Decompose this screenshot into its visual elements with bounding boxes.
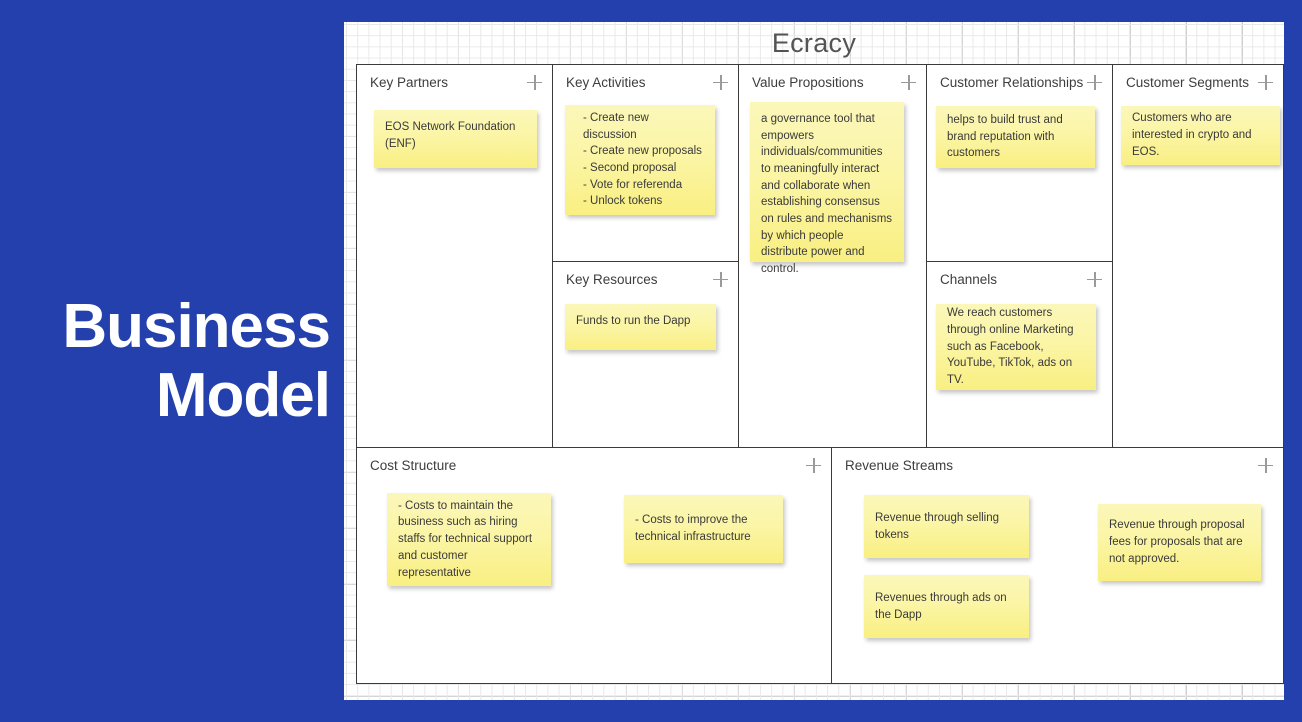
section-channels[interactable]: Channels We reach customers through onli…	[927, 262, 1113, 448]
plus-icon[interactable]	[527, 74, 542, 90]
section-body-cost-structure: - Costs to maintain the business such as…	[357, 482, 831, 683]
section-header-customer-relationships: Customer Relationships	[927, 65, 1112, 99]
section-body-key-activities: - Create new discussion - Create new pro…	[553, 99, 738, 261]
plus-icon[interactable]	[1258, 74, 1273, 90]
section-key-activities[interactable]: Key Activities - Create new discussion -…	[553, 65, 739, 262]
sticky-note[interactable]: Revenue through proposal fees for propos…	[1098, 504, 1261, 581]
section-header-key-partners: Key Partners	[357, 65, 552, 99]
whiteboard: Ecracy Key Partners EOS Network Foundati…	[344, 22, 1284, 700]
plus-icon[interactable]	[806, 457, 821, 473]
sticky-note[interactable]: EOS Network Foundation (ENF)	[374, 110, 537, 168]
sticky-note[interactable]: Revenues through ads on the Dapp	[864, 575, 1029, 638]
board-title: Ecracy	[771, 28, 857, 58]
plus-icon[interactable]	[713, 271, 728, 287]
plus-icon[interactable]	[1087, 271, 1102, 287]
section-header-key-activities: Key Activities	[553, 65, 738, 99]
sticky-note[interactable]: Customers who are interested in crypto a…	[1121, 106, 1280, 165]
section-body-revenue-streams: Revenue through selling tokens Revenues …	[832, 482, 1283, 683]
section-header-value-propositions: Value Propositions	[739, 65, 926, 99]
section-body-key-partners: EOS Network Foundation (ENF)	[357, 99, 552, 447]
sticky-note[interactable]: a governance tool that empowers individu…	[750, 102, 904, 275]
plus-icon[interactable]	[901, 74, 916, 90]
slide-title-line-1: Business	[62, 291, 331, 361]
plus-icon[interactable]	[1258, 457, 1273, 473]
sticky-note[interactable]: - Costs to improve the technical infrast…	[624, 495, 783, 563]
sticky-note[interactable]: Funds to run the Dapp	[565, 304, 716, 350]
section-customer-segments[interactable]: Customer Segments Customers who are inte…	[1113, 65, 1283, 448]
section-title-key-activities: Key Activities	[566, 74, 646, 90]
section-title-channels: Channels	[940, 271, 998, 287]
section-value-propositions[interactable]: Value Propositions a governance tool tha…	[739, 65, 927, 448]
section-title-key-partners: Key Partners	[370, 74, 449, 90]
section-revenue-streams[interactable]: Revenue Streams Revenue through selling …	[832, 448, 1283, 683]
section-header-channels: Channels	[927, 262, 1112, 296]
section-title-customer-relationships: Customer Relationships	[940, 74, 1084, 90]
section-title-revenue-streams: Revenue Streams	[845, 457, 954, 473]
plus-icon[interactable]	[1087, 74, 1102, 90]
section-customer-relationships[interactable]: Customer Relationships helps to build tr…	[927, 65, 1113, 262]
section-header-cost-structure: Cost Structure	[357, 448, 831, 482]
sticky-note[interactable]: - Costs to maintain the business such as…	[387, 493, 551, 586]
section-key-partners[interactable]: Key Partners EOS Network Foundation (ENF…	[357, 65, 553, 448]
section-key-resources[interactable]: Key Resources Funds to run the Dapp	[553, 262, 739, 448]
slide-title-block: Business Model	[0, 0, 344, 722]
slide-title-line-2: Model	[155, 361, 331, 430]
section-body-value-propositions: a governance tool that empowers individu…	[739, 99, 926, 447]
section-title-customer-segments: Customer Segments	[1126, 74, 1250, 90]
sticky-note[interactable]: - Create new discussion - Create new pro…	[565, 105, 715, 215]
section-title-value-propositions: Value Propositions	[752, 74, 864, 90]
section-header-revenue-streams: Revenue Streams	[832, 448, 1283, 482]
section-body-key-resources: Funds to run the Dapp	[553, 296, 738, 447]
sticky-note[interactable]: helps to build trust and brand reputatio…	[936, 106, 1095, 168]
section-header-customer-segments: Customer Segments	[1113, 65, 1283, 99]
section-title-cost-structure: Cost Structure	[370, 457, 457, 473]
section-cost-structure[interactable]: Cost Structure - Costs to maintain the b…	[357, 448, 832, 683]
plus-icon[interactable]	[713, 74, 728, 90]
sticky-note[interactable]: We reach customers through online Market…	[936, 304, 1096, 390]
section-body-customer-segments: Customers who are interested in crypto a…	[1113, 99, 1283, 447]
business-model-canvas: Key Partners EOS Network Foundation (ENF…	[356, 64, 1284, 684]
section-header-key-resources: Key Resources	[553, 262, 738, 296]
sticky-note[interactable]: Revenue through selling tokens	[864, 495, 1029, 558]
section-title-key-resources: Key Resources	[566, 271, 658, 287]
section-body-customer-relationships: helps to build trust and brand reputatio…	[927, 99, 1112, 261]
section-body-channels: We reach customers through online Market…	[927, 296, 1112, 447]
